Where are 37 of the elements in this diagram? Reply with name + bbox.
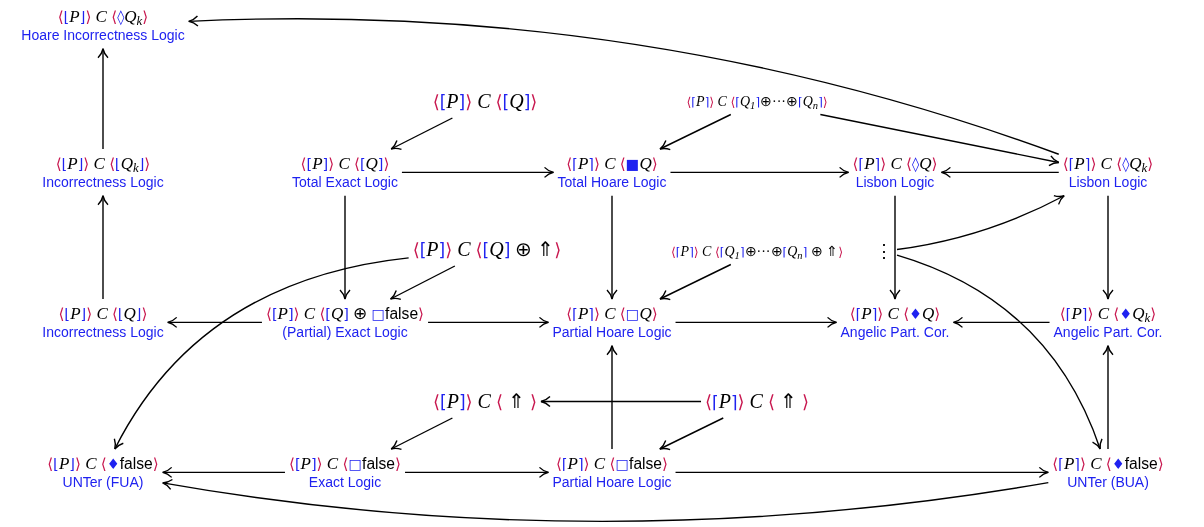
logic-name: Angelic Part. Cor.	[1053, 324, 1163, 342]
logic-name: UNTer (BUA)	[1067, 474, 1149, 492]
logic-name: Hoare Incorrectness Logic	[21, 27, 185, 45]
formula: ⟨⌊P⌋⟩ C ⟨⌊Q$_{k}$⌋⟩	[55, 153, 151, 175]
formula: ⟨⌈P⌉⟩ C ⟨ ⇑ ⟩	[705, 389, 809, 414]
formula: ⟨⌈P⌉⟩ C ⟨◊Q⟩	[852, 153, 938, 175]
formula: ⟨⌈P⌉⟩ C ⟨◊Q$_{k}$⟩	[1062, 153, 1154, 175]
logic-name: Incorrectness Logic	[42, 324, 164, 342]
formula: ⟨[P]⟩ C ⟨ ⇑ ⟩	[433, 389, 537, 414]
logic-name: Partial Hoare Logic	[552, 324, 672, 342]
formula: ⟨[P]⟩ C ⟨[Q]⟩	[300, 153, 390, 175]
formula: ⟨[P]⟩ C ⟨[Q] ⊕ □false⟩	[265, 303, 425, 325]
logic-name: Total Exact Logic	[292, 174, 398, 192]
formula: ⋮	[875, 240, 893, 263]
formula: ⟨⌈P⌉⟩ C ⟨■Q⟩	[566, 153, 658, 175]
logic-name: UNTer (FUA)	[62, 474, 144, 492]
formula: ⟨⌈P⌉⟩ C ⟨□false⟩	[555, 453, 669, 475]
formula: ⟨[P]⟩ C ⟨□false⟩	[288, 453, 402, 475]
logic-name: Angelic Part. Cor.	[840, 324, 950, 342]
logic-name: Incorrectness Logic	[42, 174, 164, 192]
formula: ⟨⌊P⌋⟩ C ⟨⌊Q⌋⟩	[58, 303, 148, 325]
formula: ⟨⌊P⌋⟩ C ⟨♦false⟩	[47, 453, 159, 475]
formula: ⟨[P]⟩ C ⟨[Q] ⊕ ⇑⟩	[412, 237, 562, 262]
logic-name: Partial Hoare Logic	[552, 474, 672, 492]
logic-name: (Partial) Exact Logic	[282, 324, 408, 342]
formula: ⟨⌈P⌉⟩ C ⟨⌈Q$_{1}$⌉⊕···⊕⌈Q$_{n}$⌉⟩	[686, 93, 828, 111]
logic-name: Lisbon Logic	[1068, 174, 1148, 192]
formula: ⟨[P]⟩ C ⟨[Q]⟩	[432, 89, 538, 114]
formula: ⟨⌈P⌉⟩ C ⟨⌈Q$_{1}$⌉⊕···⊕⌈Q$_{n}$⌉ ⊕ ⇑⟩	[670, 243, 844, 261]
formula: ⟨⌊P⌋⟩ C ⟨◊Q$_{k}$⟩	[57, 6, 149, 28]
logic-name: Exact Logic	[308, 474, 382, 492]
formula: ⟨⌈P⌉⟩ C ⟨♦Q⟩	[849, 303, 941, 325]
logic-name: Total Hoare Logic	[557, 174, 667, 192]
logic-name: Lisbon Logic	[855, 174, 935, 192]
formula: ⟨⌈P⌉⟩ C ⟨□Q⟩	[566, 303, 658, 325]
formula: ⟨⌈P⌉⟩ C ⟨♦Q$_{k}$⟩	[1059, 303, 1157, 325]
formula: ⟨⌈P⌉⟩ C ⟨♦false⟩	[1052, 453, 1164, 475]
